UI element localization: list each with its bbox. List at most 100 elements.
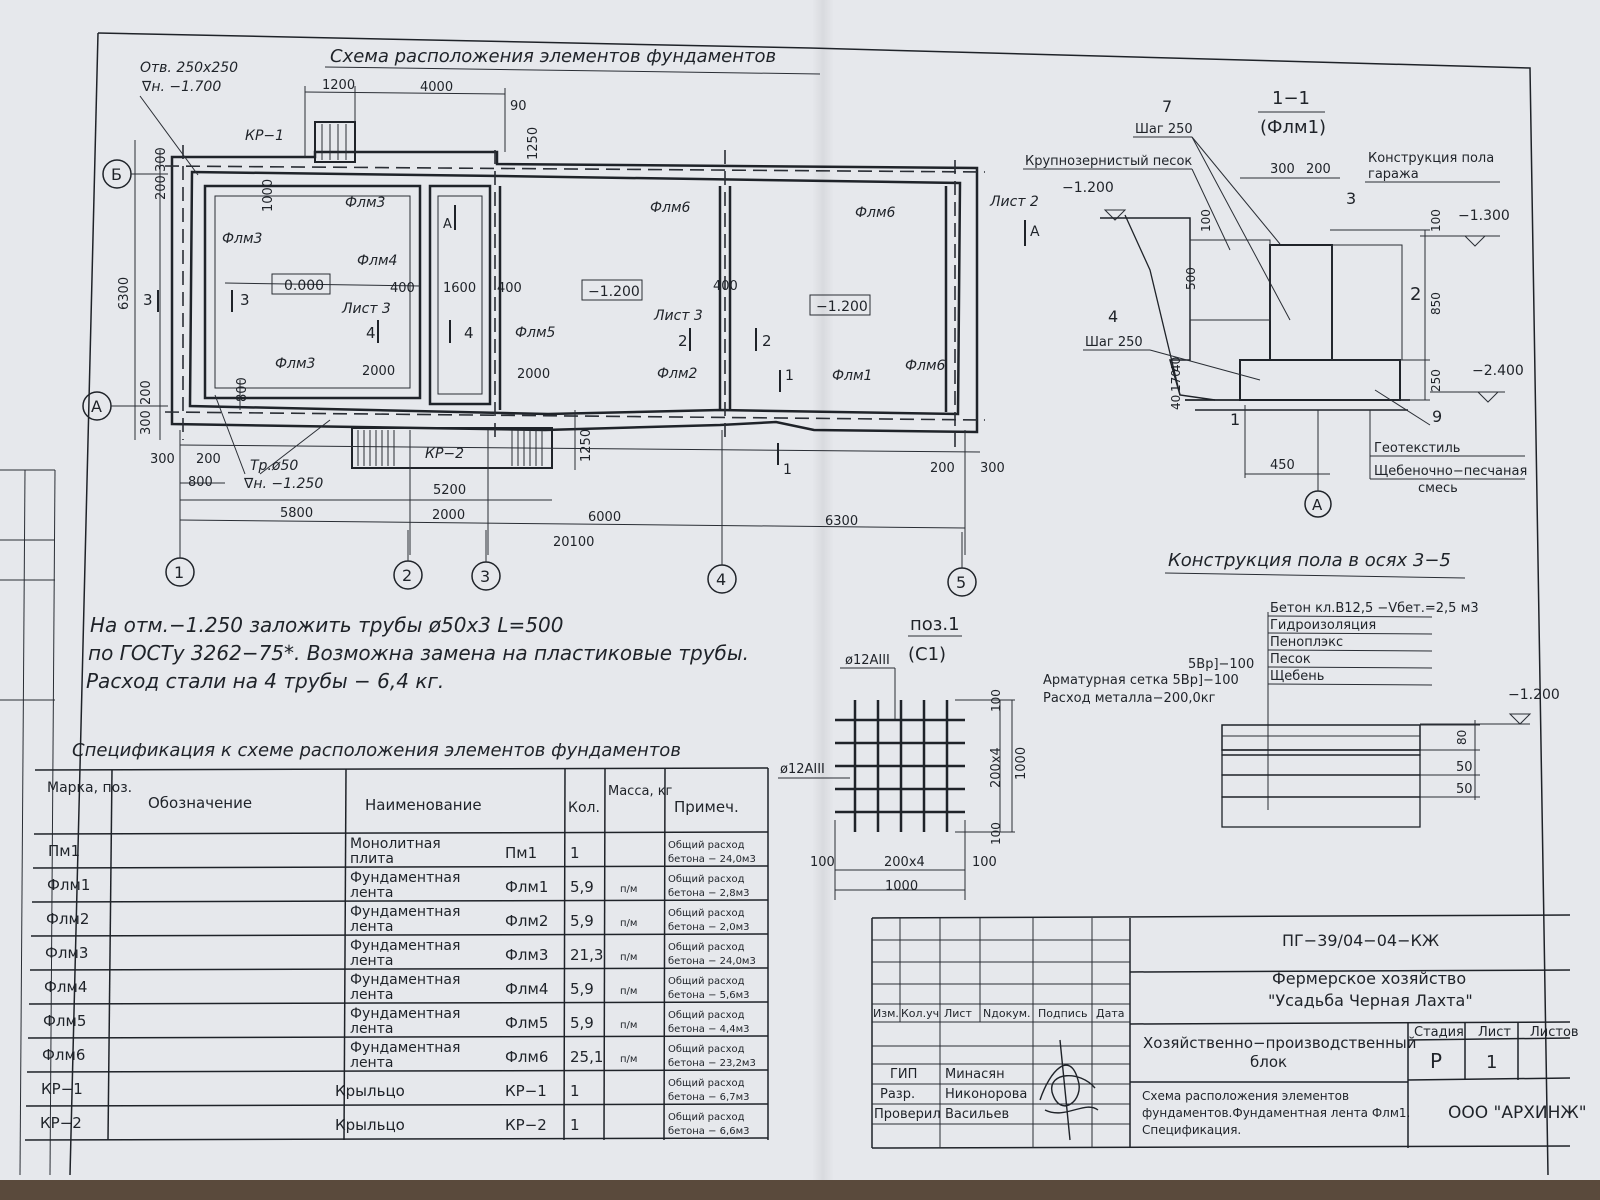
row-unit: п/м [620,952,637,963]
row-mark: Флм2 [46,910,89,928]
dim-6300: 6300 [825,514,858,529]
row-code: КР−1 [505,1082,547,1100]
foundation-plan: Схема расположения элементов фундаментов [82,46,1040,597]
axis-bubbles [82,159,977,597]
c1-dim-200x4-vertical: 200х4 [989,747,1004,788]
dim-400-c: 400 [713,279,738,294]
kr2-label: КР−2 [425,446,464,462]
stamp-org: ООО "АРХИНЖ" [1448,1103,1587,1123]
dim-6300-vertical: 6300 [117,277,132,310]
stamp-dev-role: Разр. [880,1087,915,1102]
row-qty: 5,9 [570,1014,594,1032]
dim-300-left: 300 [139,410,154,435]
dim-s-100-a: 100 [1199,209,1213,232]
spec-title: Спецификация к схеме расположения элемен… [72,740,681,761]
stamp-sheet: 1 [1486,1052,1497,1073]
pipe-note: Тр.ø50 [250,458,298,474]
dim-4000: 4000 [420,80,453,95]
dim-s-200: 200 [1306,162,1331,177]
section11-subtitle: (Флм1) [1260,117,1326,138]
section-1-1: 1−1 (Флм1) 7 Шаг 250 Крупнозернистый пес… [1023,88,1527,518]
stamp-col-list: Лист [944,1007,972,1020]
row-mark: КР−1 [41,1080,83,1098]
floor-layer-gravel: Щебень [1270,669,1324,684]
row-note-line1: Общий расход [668,1078,745,1089]
c1-dim-1000-horizontal: 1000 [885,879,918,894]
axis-4: 4 [716,570,726,589]
axis-B: Б [111,165,122,184]
row-qty: 1 [570,844,580,862]
section-3-left: 3 [143,291,153,309]
sheet3-ref-b: Лист 3 [653,308,703,324]
section-4-left: 4 [366,324,376,342]
stamp-desc-3: Спецификация. [1142,1123,1241,1137]
stamp-project-2: "Усадьба Черная Лахта" [1268,991,1473,1010]
row-code: Флм5 [505,1014,548,1032]
row-qty: 5,9 [570,980,594,998]
label-flm4: Флм4 [357,253,397,269]
dim-50-a: 50 [1456,760,1473,775]
dim-80: 80 [1455,730,1469,745]
stamp-col-data: Дата [1096,1007,1124,1020]
pos-4: 4 [1108,307,1118,326]
dim-s-500: 500 [1184,267,1198,290]
dim-20100: 20100 [553,535,594,550]
row-qty: 1 [570,1116,580,1134]
stamp-project-1: Фермерское хозяйство [1272,969,1466,988]
stamp-chk-name: Васильев [945,1107,1009,1122]
dim-800-vertical: 800 [235,377,250,402]
row-name-line1: Фундаментная [350,904,460,920]
floor-layer-sand: Песок [1270,652,1311,667]
row-mark: Пм1 [48,842,80,860]
title-block: Изм. Кол.уч Лист Nдокум. Подпись Дата ГИ… [871,914,1587,1149]
floor-layer-concrete: Бетон кл.В12,5 −Vбет.=2,5 м3 [1270,601,1479,616]
pos-9: 9 [1432,407,1442,426]
row-name-line1: Фундаментная [350,938,460,954]
c1-name: (С1) [908,644,946,665]
mesh-c1: поз.1 (С1) ø12AIII ø12AIII [778,614,1029,900]
metal-consumption: Расход металла−200,0кг [1043,691,1216,706]
row-name-line1: Фундаментная [350,972,460,988]
section-2-right: 2 [762,332,772,350]
pos-2: 2 [1410,284,1421,305]
dim-5800: 5800 [280,506,313,521]
dim-2000-a: 2000 [362,364,395,379]
c1-dim-100-left: 100 [810,855,835,870]
row-note-line1: Общий расход [668,874,745,885]
stamp-stage: Р [1430,1049,1442,1073]
section11-axis-A: А [1312,496,1323,514]
stamp-col-kolich: Кол.уч [901,1007,939,1020]
row-code: Флм4 [505,980,548,998]
c1-pos: поз.1 [910,614,960,635]
dim-200-right: 200 [930,461,955,476]
dim-s-40-a: 40 [1169,357,1183,372]
label-flm1: Флм1 [832,368,872,384]
row-note-line2: бетона − 24,0м3 [668,956,756,967]
row-unit: п/м [620,918,637,929]
dim-s-100-b: 100 [1429,209,1443,232]
c1-bar-vertical: ø12AIII [845,653,890,668]
hdr-designation: Обозначение [148,794,252,812]
dim-800: 800 [188,475,213,490]
pos-4-step: Шаг 250 [1085,335,1143,350]
row-code: Флм1 [505,878,548,896]
section-2-left: 2 [678,332,688,350]
row-unit: п/м [620,986,637,997]
dim-2000-c: 2000 [432,508,465,523]
section-A-right: А [1030,224,1040,240]
plan-title: Схема расположения элементов фундаментов [330,46,776,67]
dim-s-300: 300 [1270,162,1295,177]
axis-2: 2 [402,566,412,585]
dim-s-450: 450 [1270,458,1295,473]
kr1-label: КР−1 [245,128,284,144]
stamp-col-podpis: Подпись [1038,1007,1087,1020]
coarse-sand-label: Крупнозернистый песок [1025,154,1192,169]
row-note-line1: Общий расход [668,1010,745,1021]
row-name-line2: лента [350,885,393,901]
dim-400-b: 400 [497,281,522,296]
dim-1250-top: 1250 [526,127,541,160]
row-mark: Флм5 [43,1012,86,1030]
dim-s-170: 170 [1169,369,1183,392]
floor-layer-penoplex: Пеноплэкс [1270,635,1343,650]
row-note-line2: бетона − 24,0м3 [668,854,756,865]
